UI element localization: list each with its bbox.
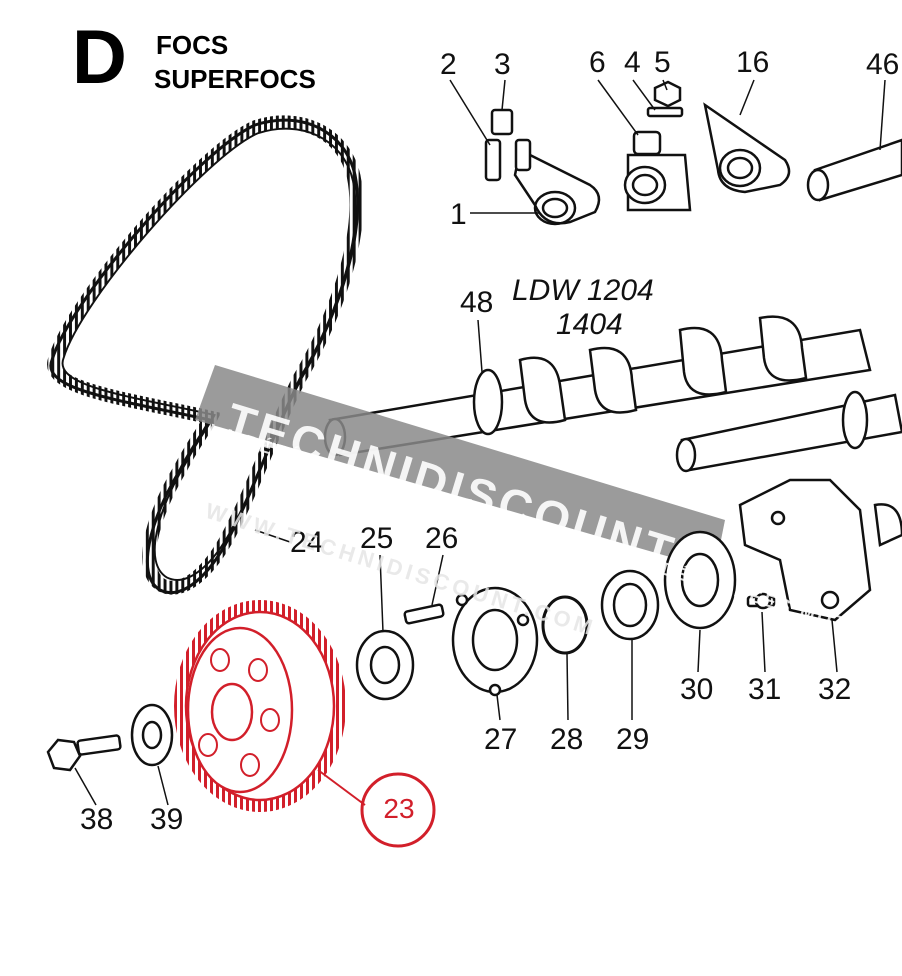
rocker-arm-6 [623, 130, 692, 212]
rocker-arm-1 [513, 138, 601, 226]
leader-line-23 [317, 769, 366, 806]
highlight-circle-23 [360, 772, 436, 848]
model-name-focs: FOCS [156, 30, 229, 60]
oil-seal-29 [600, 569, 660, 641]
engine-model-1404: 1404 [556, 308, 623, 341]
part-label: 26 [425, 522, 459, 555]
leader-lines [74, 79, 886, 806]
camshaft-housing-32 [738, 478, 902, 622]
nut-5 [646, 80, 684, 118]
part-label: 48 [460, 286, 494, 319]
watermark-band [195, 365, 725, 570]
flange-30 [663, 530, 737, 630]
part-label: 38 [80, 803, 114, 836]
part-label: 28 [550, 723, 584, 756]
part-label: 30 [680, 673, 714, 706]
part-label: 2 [440, 48, 457, 81]
part-label: 5 [654, 46, 671, 79]
section-letter: D [72, 15, 127, 100]
rocker-shaft-46 [806, 138, 902, 202]
part-label: 25 [360, 522, 394, 555]
part-label: 27 [484, 723, 518, 756]
bolt-38 [46, 734, 122, 772]
cover-27 [451, 586, 539, 697]
part-label: 6 [589, 46, 606, 79]
o-ring-28 [541, 595, 589, 655]
part-label: 16 [736, 46, 770, 79]
part-label: 1 [450, 198, 467, 231]
camshaft-pulley-23 [174, 600, 346, 812]
part-label: 39 [150, 803, 184, 836]
part-label: 3 [494, 48, 511, 81]
washer-39 [130, 703, 174, 767]
model-name-superfocs: SUPERFOCS [154, 64, 316, 94]
part-label: 46 [866, 48, 900, 81]
camshaft-second [675, 390, 902, 473]
bolt-26 [403, 603, 445, 625]
part-label: 32 [818, 673, 852, 706]
seal-25 [355, 629, 415, 701]
rocker-arm-16 [703, 102, 791, 194]
part-label: 31 [748, 673, 782, 706]
part-label: 24 [290, 526, 324, 559]
part-label: 4 [624, 46, 641, 79]
engine-model-ldw1204: LDW 1204 [512, 274, 654, 307]
part-label: 29 [616, 723, 650, 756]
highlighted-part-label: 23 [383, 793, 415, 824]
bolt-31 [746, 592, 776, 610]
timing-belt [47, 115, 364, 595]
